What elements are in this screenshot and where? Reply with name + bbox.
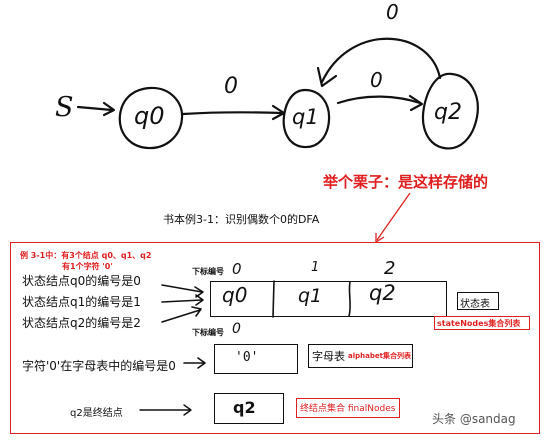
edge-q0-q1-label: 0 bbox=[224, 74, 238, 99]
edge-q2-q1-head bbox=[316, 66, 338, 88]
pointer-arrow-q2-head bbox=[191, 306, 202, 317]
pointer-arrow-q1-head bbox=[195, 294, 204, 306]
example-note-line2: 有1个字符 '0' bbox=[62, 262, 113, 271]
row-final-text: q2是终结点 bbox=[70, 408, 123, 419]
state-index-0: 0 bbox=[232, 260, 242, 278]
state-index-1: 1 bbox=[311, 260, 320, 275]
edge-q1-q2 bbox=[336, 95, 422, 105]
alphabet-list-label: alphabet集合列表 bbox=[348, 352, 411, 360]
state-q2-circle bbox=[421, 72, 479, 150]
pointer-arrow-q0 bbox=[161, 284, 203, 293]
state-cell-q0: q0 bbox=[222, 283, 248, 307]
pointer-arrow-q2 bbox=[161, 309, 201, 323]
state-divider-2 bbox=[348, 281, 351, 317]
row-q2-text: 状态结点q2的编号是2 bbox=[22, 316, 141, 330]
alphabet-index-label: 下标编号 bbox=[192, 328, 224, 337]
start-symbol: S bbox=[55, 92, 74, 123]
state-index-label: 下标编号 bbox=[192, 267, 224, 276]
state-q0-circle bbox=[118, 86, 184, 150]
alphabet-label-box bbox=[308, 344, 413, 368]
row-q1-text: 状态结点q1的编号是1 bbox=[22, 295, 141, 309]
state-cell-q2: q2 bbox=[369, 281, 396, 305]
final-cell-0: q2 bbox=[233, 398, 256, 417]
state-q2-label: q2 bbox=[434, 100, 462, 125]
edge-q1-q2-head bbox=[408, 94, 424, 112]
figure-subtitle: 书本例3-1：识别偶数个0的DFA bbox=[163, 213, 320, 226]
alphabet-table bbox=[214, 344, 298, 374]
pointer-arrow-final-head bbox=[183, 404, 192, 416]
state-q1-label: q1 bbox=[292, 105, 319, 129]
callout-text: 举个栗子：是这样存储的 bbox=[323, 173, 489, 191]
final-label-box bbox=[296, 398, 400, 418]
final-label: 终结点集合 finalNodes bbox=[300, 404, 396, 414]
edge-q0-q1 bbox=[181, 111, 284, 116]
row-char-text: 字符'0'在字母表中的编号是0 bbox=[22, 359, 176, 373]
pointer-arrow-char-head bbox=[197, 357, 206, 369]
state-table bbox=[210, 281, 447, 317]
final-table bbox=[214, 393, 284, 424]
watermark: 头条 @sandag bbox=[432, 412, 516, 426]
row-q0-text: 状态结点q0的编号是0 bbox=[22, 274, 141, 288]
edge-q2-q1-label: 0 bbox=[386, 0, 399, 24]
start-arrow-head bbox=[102, 101, 116, 117]
start-arrow bbox=[76, 105, 114, 112]
pointer-arrow-q0-head bbox=[194, 286, 204, 298]
edge-q2-q1 bbox=[320, 37, 442, 84]
state-nodes-label-box bbox=[434, 316, 530, 330]
state-table-label: 状态表 bbox=[460, 299, 490, 310]
alphabet-index-0: 0 bbox=[232, 321, 241, 337]
state-index-2: 2 bbox=[384, 258, 396, 279]
state-table-label-box bbox=[457, 292, 499, 310]
state-divider-1 bbox=[272, 280, 275, 318]
edge-q1-q2-label: 0 bbox=[370, 68, 383, 92]
state-q1-circle bbox=[282, 88, 331, 149]
state-nodes-label: stateNodes集合列表 bbox=[437, 319, 521, 328]
alphabet-cell-0: '0' bbox=[235, 350, 259, 365]
edge-q0-q1-head bbox=[271, 104, 286, 121]
state-q0-label: q0 bbox=[134, 102, 165, 130]
pointer-arrow-q1 bbox=[161, 299, 203, 303]
alphabet-label: 字母表 bbox=[312, 350, 345, 363]
storage-panel bbox=[10, 242, 540, 434]
callout-arrow bbox=[376, 192, 411, 241]
example-note-line1: 例 3-1中：有3个结点 q0、q1、q2 bbox=[20, 251, 152, 260]
state-cell-q1: q1 bbox=[298, 285, 323, 307]
